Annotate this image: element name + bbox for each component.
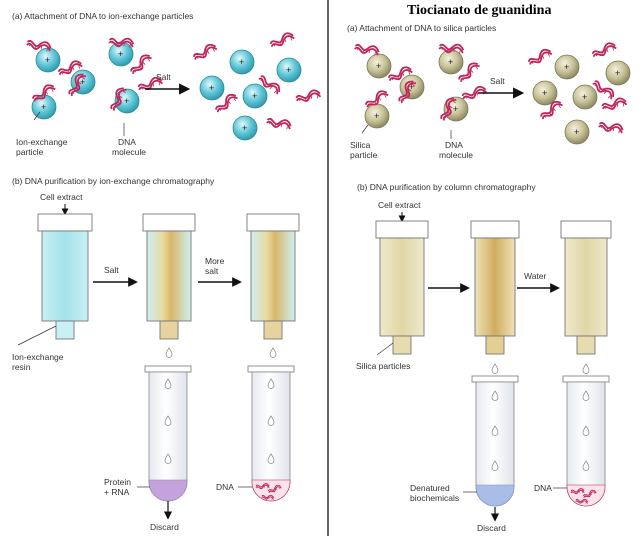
silica-column bbox=[375, 220, 429, 355]
silica-column-eluting bbox=[560, 220, 612, 355]
ion-exchange-particle: + bbox=[114, 88, 140, 114]
ion-exchange-particle-label-2: particle bbox=[16, 147, 44, 157]
droplet bbox=[582, 363, 590, 374]
particle-sign: + bbox=[45, 55, 50, 65]
particle-sign: + bbox=[542, 88, 547, 98]
particle-sign: + bbox=[209, 83, 214, 93]
right-panel-b: (b) DNA purification by column chromatog… bbox=[356, 182, 612, 533]
droplet bbox=[165, 347, 173, 358]
water-arrow-label: Water bbox=[524, 271, 547, 281]
silica-particles: + + + + + bbox=[364, 49, 469, 129]
ion-exchange-column-loaded bbox=[142, 213, 196, 340]
particle-sign: + bbox=[448, 57, 453, 67]
particle-sign: + bbox=[376, 61, 381, 71]
left-panel-a: (a) Attachment of DNA to ion-exchange pa… bbox=[12, 11, 322, 157]
droplet bbox=[491, 363, 499, 374]
more-salt-label-2: salt bbox=[205, 266, 219, 276]
dna-molecule-label-right-2: molecule bbox=[439, 150, 473, 160]
ion-exchange-column-eluting bbox=[246, 213, 300, 340]
ion-exchange-column bbox=[37, 213, 93, 340]
dna-tube-label-right: DNA bbox=[534, 483, 552, 493]
right-title: Tiocianato de guanidina bbox=[407, 3, 551, 18]
ion-exchange-particle: + bbox=[35, 47, 61, 73]
denatured-label: Denatured bbox=[410, 483, 450, 493]
protein-label: Protein bbox=[104, 477, 131, 487]
particle-sign: + bbox=[124, 96, 129, 106]
salt-arrow-b-label: Salt bbox=[104, 265, 119, 275]
particle-sign: + bbox=[453, 104, 458, 114]
released-silica-particles: + + + + + bbox=[532, 54, 631, 145]
right-panel-b-title: (b) DNA purification by column chromatog… bbox=[357, 182, 536, 192]
particle-sign: + bbox=[582, 92, 587, 102]
collection-tube-dna bbox=[247, 365, 295, 502]
particle-sign: + bbox=[41, 102, 46, 112]
dna-molecule-label: DNA bbox=[118, 137, 136, 147]
dna-molecule-label-2: molecule bbox=[112, 147, 146, 157]
left-panel-a-title: (a) Attachment of DNA to ion-exchange pa… bbox=[12, 11, 193, 21]
particle-sign: + bbox=[409, 82, 414, 92]
dna-molecule-label-right: DNA bbox=[445, 140, 463, 150]
particle-sign: + bbox=[564, 62, 569, 72]
particle-sign: + bbox=[118, 49, 123, 59]
silica-particle-label: Silica bbox=[350, 140, 371, 150]
particle-sign: + bbox=[286, 65, 291, 75]
collection-tube-denatured bbox=[471, 375, 519, 507]
released-particles: + + + + + bbox=[199, 49, 302, 141]
collection-tube-protein bbox=[144, 365, 192, 502]
particle-sign: + bbox=[252, 91, 257, 101]
ion-exchange-particle: + bbox=[31, 94, 57, 120]
silica-particle-label-2: particle bbox=[350, 150, 378, 160]
left-panel-b-title: (b) DNA purification by ion-exchange chr… bbox=[12, 176, 215, 186]
particle-sign: + bbox=[574, 127, 579, 137]
particle-sign: + bbox=[242, 123, 247, 133]
discard-label: Discard bbox=[150, 522, 179, 532]
particle-sign: + bbox=[239, 57, 244, 67]
salt-arrow-label: Salt bbox=[156, 72, 171, 82]
ion-exchange-resin-label: Ion-exchange bbox=[12, 352, 64, 362]
right-panel-a: (a) Attachment of DNA to silica particle… bbox=[347, 23, 631, 160]
protein-label-2: + RNA bbox=[104, 487, 130, 497]
right-panel-a-title: (a) Attachment of DNA to silica particle… bbox=[347, 23, 496, 33]
silica-particles-label: Silica particles bbox=[356, 361, 410, 371]
cell-extract-label-right: Cell extract bbox=[378, 200, 421, 210]
left-panel-b: (b) DNA purification by ion-exchange chr… bbox=[12, 176, 300, 532]
discard-label-right: Discard bbox=[477, 523, 506, 533]
ion-exchange-resin-label-2: resin bbox=[12, 362, 31, 372]
more-salt-label: More bbox=[205, 256, 225, 266]
collection-tube-dna-right bbox=[562, 375, 610, 507]
ion-exchange-particle-label: Ion-exchange bbox=[16, 137, 68, 147]
silica-column-loaded bbox=[470, 220, 520, 355]
cell-extract-label: Cell extract bbox=[40, 192, 83, 202]
particle-sign: + bbox=[374, 111, 379, 121]
salt-arrow-right-label: Salt bbox=[490, 76, 505, 86]
droplet bbox=[269, 347, 277, 358]
dna-tube-label: DNA bbox=[216, 482, 234, 492]
denatured-label-2: biochemicals bbox=[410, 493, 459, 503]
particle-sign: + bbox=[80, 77, 85, 87]
particle-sign: + bbox=[615, 68, 620, 78]
